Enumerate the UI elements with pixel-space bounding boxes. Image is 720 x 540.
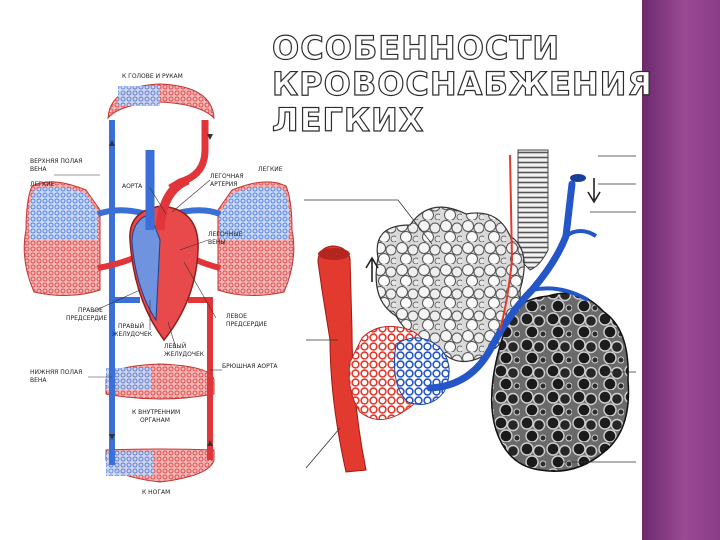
label-pulmonary-artery: ЛЕГОЧНАЯ xyxy=(210,173,244,180)
flow-arrow-down xyxy=(588,178,600,202)
label-right-ventricle: ПРАВЫЙ xyxy=(118,323,144,330)
circulation-diagram: К ГОЛОВЕ И РУКАМ ВЕРХНЯЯ ПОЛАЯ ВЕНА ЛЕГК… xyxy=(24,73,294,496)
alveoli-illustration xyxy=(304,150,636,472)
label-legs: К НОГАМ xyxy=(142,489,170,496)
label-left-ventricle: ЛЕВЫЙ xyxy=(164,343,186,350)
label-right-atrium: ПРАВОЕ xyxy=(78,307,103,314)
label-right-atrium-2: ПРЕДСЕРДИЕ xyxy=(66,315,107,322)
head-venous-capillaries xyxy=(118,86,160,106)
vein-branch-upper xyxy=(566,231,596,236)
label-right-ventricle-2: ЖЕЛУДОЧЕК xyxy=(112,331,153,338)
label-pulmonary-veins: ЛЕГОЧНЫЕ xyxy=(208,231,243,238)
label-pulmonary-veins-2: ВЕНЫ xyxy=(208,239,226,246)
label-pulmonary-artery-2: АРТЕРИЯ xyxy=(210,181,237,188)
vein-opening xyxy=(570,174,586,182)
label-internal-organs-2: ОРГАНАМ xyxy=(140,417,170,424)
artery-opening xyxy=(318,248,350,260)
label-aorta: АОРТА xyxy=(122,183,143,190)
label-inferior-vena-cava: НИЖНЯЯ ПОЛАЯ xyxy=(30,369,82,376)
label-lungs-right: ЛЕГКИЕ xyxy=(258,166,283,173)
label-head-arms: К ГОЛОВЕ И РУКАМ xyxy=(122,73,183,80)
label-superior-vena-cava: ВЕРХНЯЯ ПОЛАЯ xyxy=(30,158,82,165)
label-inferior-vena-cava-2: ВЕНА xyxy=(30,377,47,384)
label-lungs-left: ЛЕГКИЕ xyxy=(30,181,55,188)
aortic-arch-vessel xyxy=(170,120,205,188)
label-abdominal-aorta: БРЮШНАЯ АОРТА xyxy=(222,363,278,370)
label-left-atrium: ЛЕВОЕ xyxy=(226,313,247,320)
label-superior-vena-cava-2: ВЕНА xyxy=(30,166,47,173)
label-left-ventricle-2: ЖЕЛУДОЧЕК xyxy=(164,351,205,358)
alveoli-cross-section xyxy=(492,293,629,471)
label-internal-organs: К ВНУТРЕННИМ xyxy=(132,409,180,416)
label-left-atrium-2: ПРЕДСЕРДИЕ xyxy=(226,321,267,328)
